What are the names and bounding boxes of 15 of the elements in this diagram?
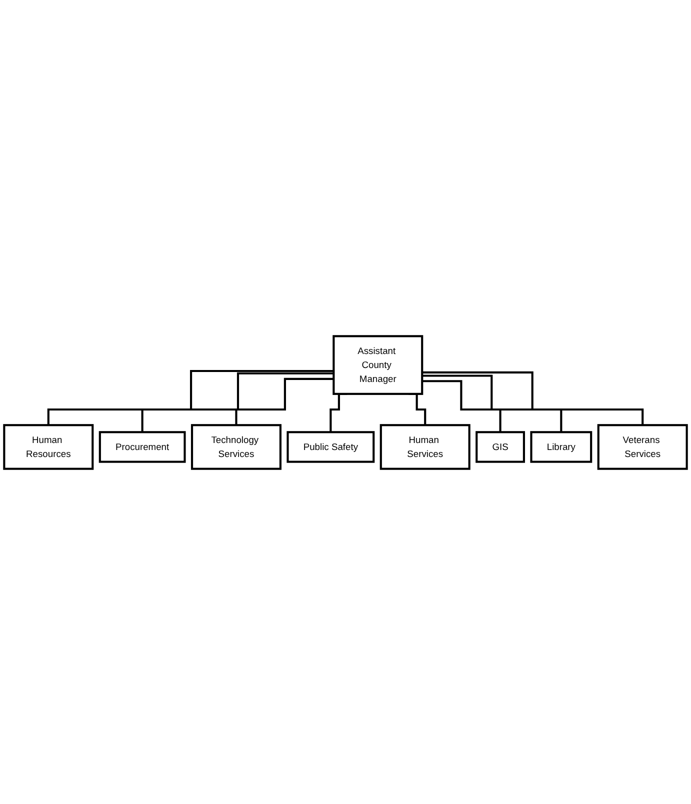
node-box: Assistant County Manager: [332, 334, 424, 394]
node-box: Procurement: [98, 430, 186, 462]
node-box: Library: [530, 430, 592, 462]
connector: [422, 374, 562, 433]
node-box: Technology Services: [190, 424, 282, 470]
connector: [235, 377, 334, 426]
node-box: Human Services: [380, 424, 470, 470]
node-box: Human Resources: [3, 424, 94, 470]
node-box: Public Safety: [286, 430, 375, 462]
connector: [141, 372, 334, 433]
connector: [422, 370, 644, 426]
node-box: GIS: [476, 430, 525, 462]
node-box: Veterans Services: [597, 424, 688, 470]
connector: [422, 380, 502, 433]
connector: [47, 369, 334, 426]
